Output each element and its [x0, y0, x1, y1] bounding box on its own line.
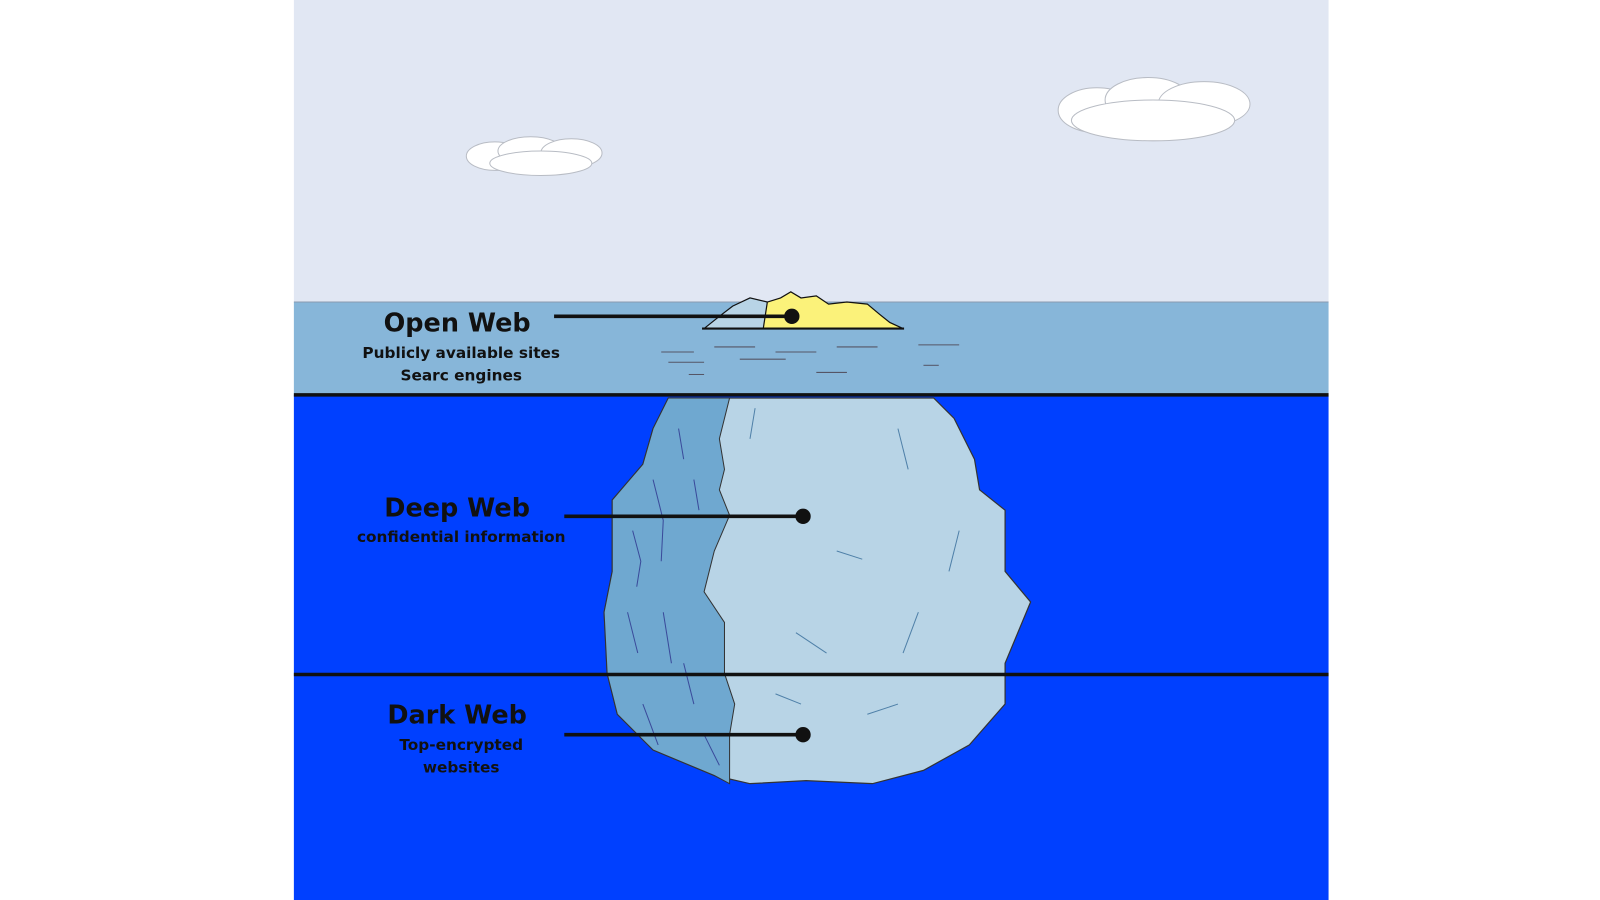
dark-web-desc-2: websites [423, 758, 500, 776]
pointer-dark-web [564, 727, 811, 743]
iceberg-body [603, 397, 1032, 785]
cloud-right [1057, 77, 1251, 142]
sky [293, 0, 1329, 303]
water-ripples [661, 344, 960, 375]
dark-web-desc-1: Top-encrypted [399, 736, 523, 754]
deep-web-title: Deep Web [384, 493, 530, 523]
pointer-open-web [554, 308, 800, 324]
open-web-title: Open Web [384, 309, 531, 339]
cloud-left [465, 136, 603, 177]
open-web-desc-1: Publicly available sites [362, 344, 560, 362]
open-web-desc-2: Searc engines [400, 367, 521, 385]
pointer-deep-web [564, 508, 811, 524]
deep-web-desc-1: confidential information [357, 528, 566, 546]
dark-web-title: Dark Web [387, 700, 527, 730]
